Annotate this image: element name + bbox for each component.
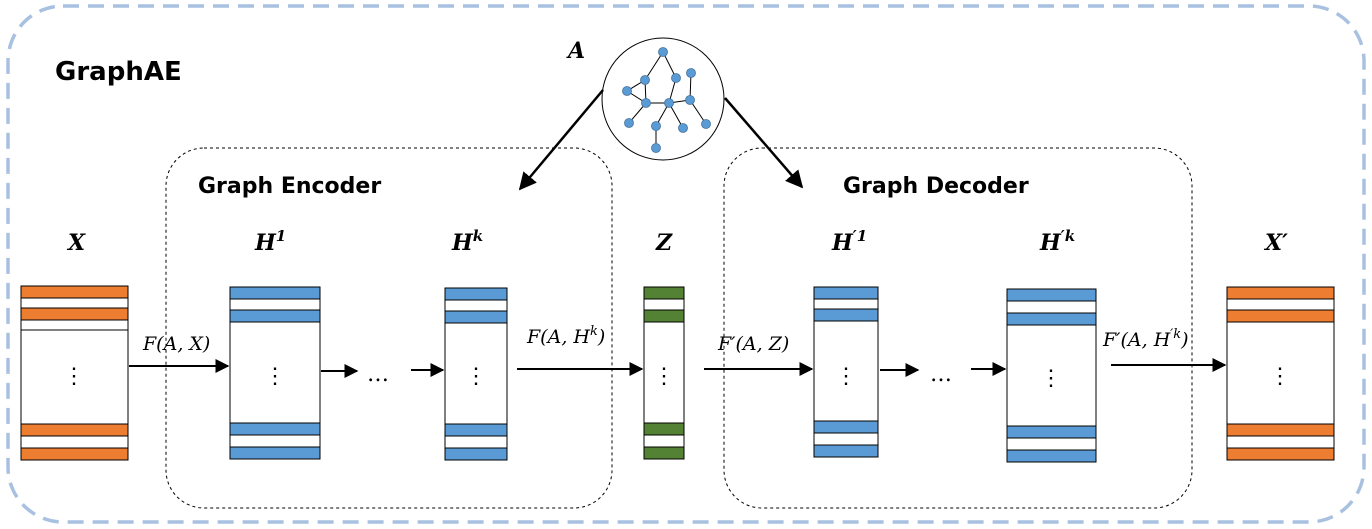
- matrix-h1-label: H1: [254, 227, 286, 256]
- matrix-x: ⋮: [20, 285, 129, 461]
- edge-label-fprime-ahk: F′(A, H′k): [1102, 327, 1189, 351]
- matrix-z: ⋮: [643, 286, 685, 460]
- matrix-hp1-label: H′1: [831, 227, 867, 256]
- graphae-outer-border: [6, 4, 1366, 524]
- graph-encoder-box: [165, 147, 613, 509]
- matrix-hk-ellipsis: ⋮: [465, 364, 487, 389]
- matrix-hprime1: ⋮: [813, 286, 879, 458]
- decoder-horizontal-ellipsis: …: [930, 362, 952, 387]
- matrix-x-label: X: [66, 230, 86, 256]
- matrix-xprime-label: X′: [1263, 230, 1288, 256]
- matrix-hprimek: ⋮: [1006, 288, 1097, 463]
- adjacency-to-decoder-arrow: [724, 97, 804, 189]
- edge-label-f-ax: F(A, X): [142, 333, 210, 355]
- matrix-z-ellipsis: ⋮: [653, 364, 675, 389]
- matrix-h1-ellipsis: ⋮: [264, 364, 286, 389]
- diagram-title: GraphAE: [55, 57, 182, 87]
- edge-label-fprime-az: F′(A, Z): [717, 333, 789, 355]
- matrix-h1: ⋮: [229, 286, 321, 460]
- matrix-z-label: Z: [655, 230, 673, 256]
- matrix-hprime1-ellipsis: ⋮: [835, 364, 857, 389]
- graph-encoder-label: Graph Encoder: [198, 174, 381, 199]
- adjacency-graph-icon: [601, 37, 725, 161]
- matrix-x-ellipsis: ⋮: [63, 364, 85, 389]
- graph-decoder-label: Graph Decoder: [843, 174, 1029, 199]
- matrix-hk-label: Hk: [451, 227, 483, 256]
- matrix-hprimek-ellipsis: ⋮: [1040, 366, 1062, 391]
- adjacency-to-encoder-arrow: [518, 89, 604, 191]
- matrix-hk: ⋮: [444, 287, 508, 461]
- matrix-hpk-label: H′k: [1039, 227, 1075, 256]
- adjacency-label: A: [566, 38, 585, 64]
- graph-decoder-box: [723, 147, 1193, 509]
- matrix-xprime-ellipsis: ⋮: [1269, 364, 1291, 389]
- matrix-xprime: ⋮: [1226, 286, 1335, 461]
- encoder-horizontal-ellipsis: …: [367, 362, 389, 387]
- edge-label-f-ahk: F(A, Hk): [526, 324, 605, 348]
